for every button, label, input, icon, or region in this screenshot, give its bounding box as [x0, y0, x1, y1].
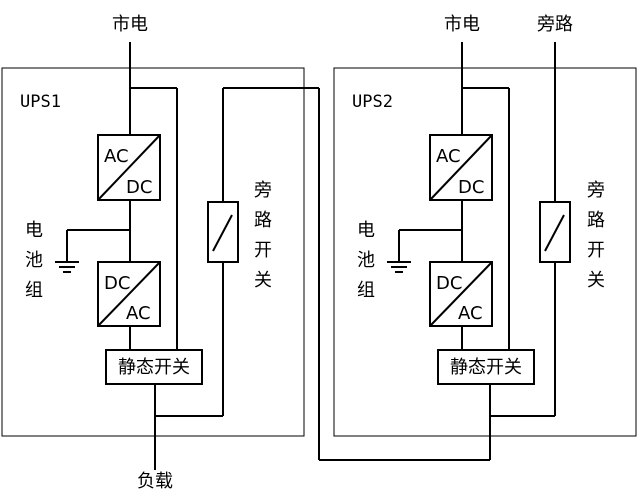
ups1-label: UPS1 [20, 92, 61, 112]
ups1-inverter: DC AC [97, 261, 161, 327]
ups1-battery-label: 电 池 组 [25, 220, 43, 301]
ups2-static-switch: 静态开关 [437, 349, 535, 385]
ups1-rectifier-out: DC [126, 177, 152, 198]
ups2-bypass-switch-label: 旁 路 开 关 [587, 180, 605, 291]
ups1-bypass-switch-label: 旁 路 开 关 [254, 180, 272, 291]
svg-text:池: 池 [357, 250, 375, 271]
svg-text:关: 关 [587, 270, 605, 291]
ups2-wiring [398, 42, 556, 460]
svg-text:组: 组 [357, 280, 375, 301]
ups1-inverter-out: AC [126, 303, 151, 324]
svg-text:旁: 旁 [254, 180, 272, 201]
ups2-label: UPS2 [352, 92, 393, 112]
ups1-battery-symbol [55, 261, 79, 273]
svg-text:关: 关 [254, 270, 272, 291]
svg-text:电: 电 [25, 220, 43, 241]
ups2-bypass-switch [539, 201, 571, 263]
svg-text:池: 池 [25, 250, 43, 271]
ups1-static-switch-label: 静态开关 [118, 357, 190, 378]
svg-text:路: 路 [254, 210, 272, 231]
ups1-mains-label: 市电 [112, 14, 148, 35]
svg-text:开: 开 [254, 240, 272, 261]
ups2-rectifier: AC DC [429, 134, 493, 201]
svg-text:旁: 旁 [587, 180, 605, 201]
svg-text:路: 路 [587, 210, 605, 231]
ups2-inverter-in: DC [436, 273, 462, 294]
ups2-inverter: DC AC [429, 261, 493, 327]
ups1-static-switch: 静态开关 [105, 349, 203, 385]
ups1-enclosure [1, 67, 305, 437]
ups1-rectifier-in: AC [104, 146, 129, 167]
ups1-load-label: 负载 [137, 471, 173, 492]
ups2-static-switch-label: 静态开关 [450, 357, 522, 378]
ups2-rectifier-out: DC [458, 177, 484, 198]
svg-text:电: 电 [357, 220, 375, 241]
ups1-bypass-switch [207, 201, 239, 263]
svg-text:开: 开 [587, 240, 605, 261]
svg-text:组: 组 [25, 280, 43, 301]
ups2-mains-label: 市电 [444, 14, 480, 35]
ups1-inverter-in: DC [104, 273, 130, 294]
ups1-wiring [66, 42, 490, 470]
ups2-battery-symbol [387, 261, 411, 273]
ups2-bypass-label: 旁路 [537, 14, 573, 35]
ups2-battery-label: 电 池 组 [357, 220, 375, 301]
ups2-inverter-out: AC [458, 303, 483, 324]
ups1-rectifier: AC DC [97, 134, 161, 201]
ups2-enclosure [333, 67, 637, 437]
ups2-rectifier-in: AC [436, 146, 461, 167]
